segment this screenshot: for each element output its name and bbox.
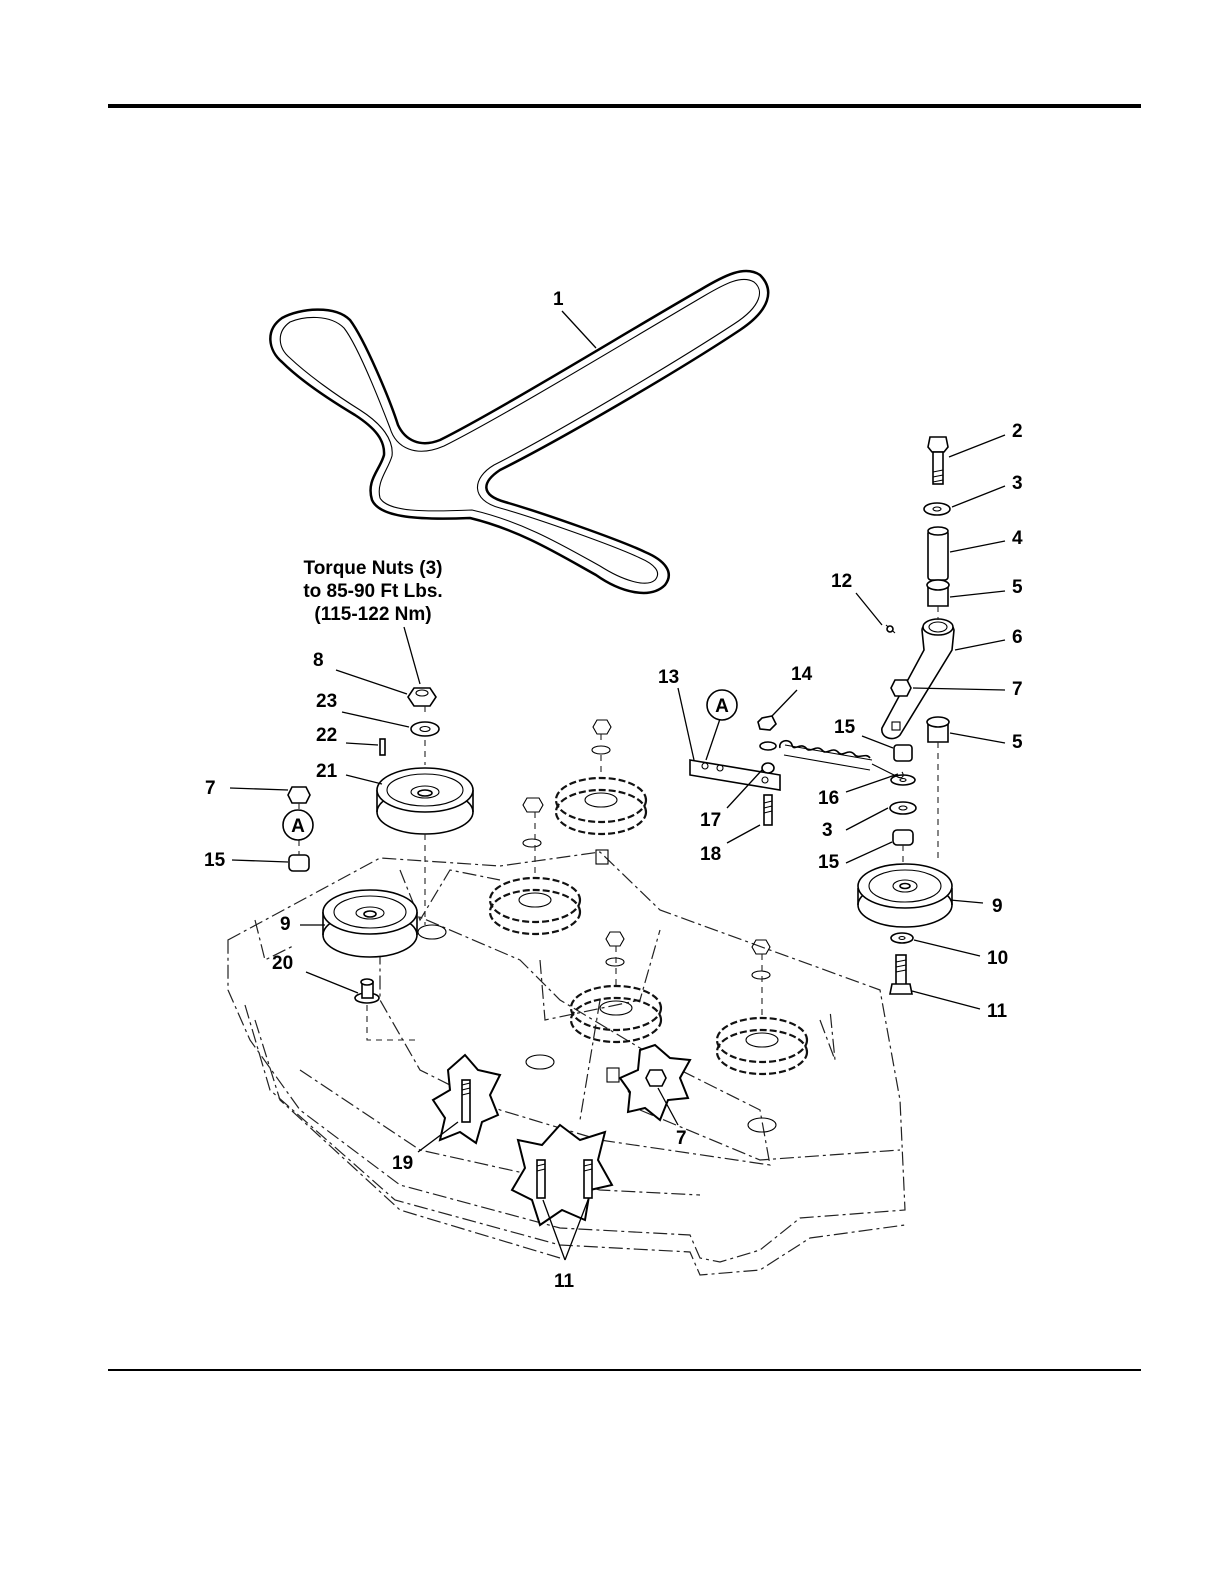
callout-18: 18 [700, 844, 721, 865]
callout-13: 13 [658, 667, 679, 688]
callout-15-left: 15 [204, 850, 226, 871]
callout-5: 5 [1012, 577, 1023, 598]
callout-9-left: 9 [280, 914, 291, 935]
reference-mark-a-left: A [283, 810, 313, 840]
callout-8: 8 [313, 650, 324, 671]
callout-19: 19 [392, 1153, 413, 1174]
leader-lines [230, 311, 1005, 1260]
reference-mark-a-bracket: A [707, 690, 737, 720]
torque-note-line-3: (115-122 Nm) [314, 604, 431, 625]
callout-1: 1 [553, 289, 564, 310]
callout-17: 17 [700, 810, 721, 831]
callout-16: 16 [818, 788, 839, 809]
callout-14: 14 [791, 664, 813, 685]
reference-mark-label: A [715, 696, 729, 717]
callout-7-left: 7 [205, 778, 216, 799]
callout-9-right: 9 [992, 896, 1003, 917]
detail-callout-stars [433, 1045, 690, 1225]
callout-10: 10 [987, 948, 1008, 969]
callout-23: 23 [316, 691, 337, 712]
callout-22: 22 [316, 725, 337, 746]
callout-11-right: 11 [987, 1001, 1008, 1022]
callout-6: 6 [1012, 627, 1023, 648]
callout-3-lower: 3 [822, 820, 833, 841]
idler-arm-assembly [882, 437, 954, 860]
callout-7-lower: 7 [676, 1128, 687, 1149]
callout-5-lower: 5 [1012, 732, 1023, 753]
tension-spring-assembly [690, 716, 903, 825]
callout-15: 15 [834, 717, 856, 738]
callout-12: 12 [831, 571, 852, 592]
callout-11-lower: 11 [554, 1271, 575, 1292]
callout-7: 7 [1012, 679, 1023, 700]
callout-2: 2 [1012, 421, 1023, 442]
torque-note-line-2: to 85-90 Ft Lbs. [303, 581, 442, 602]
callout-20: 20 [272, 953, 293, 974]
callout-21: 21 [316, 761, 338, 782]
reference-mark-label: A [291, 816, 305, 837]
callout-4: 4 [1012, 528, 1023, 549]
torque-note-line-1: Torque Nuts (3) [304, 558, 443, 579]
callout-15-lower: 15 [818, 852, 840, 873]
drive-belt [270, 271, 768, 593]
callout-3: 3 [1012, 473, 1023, 494]
